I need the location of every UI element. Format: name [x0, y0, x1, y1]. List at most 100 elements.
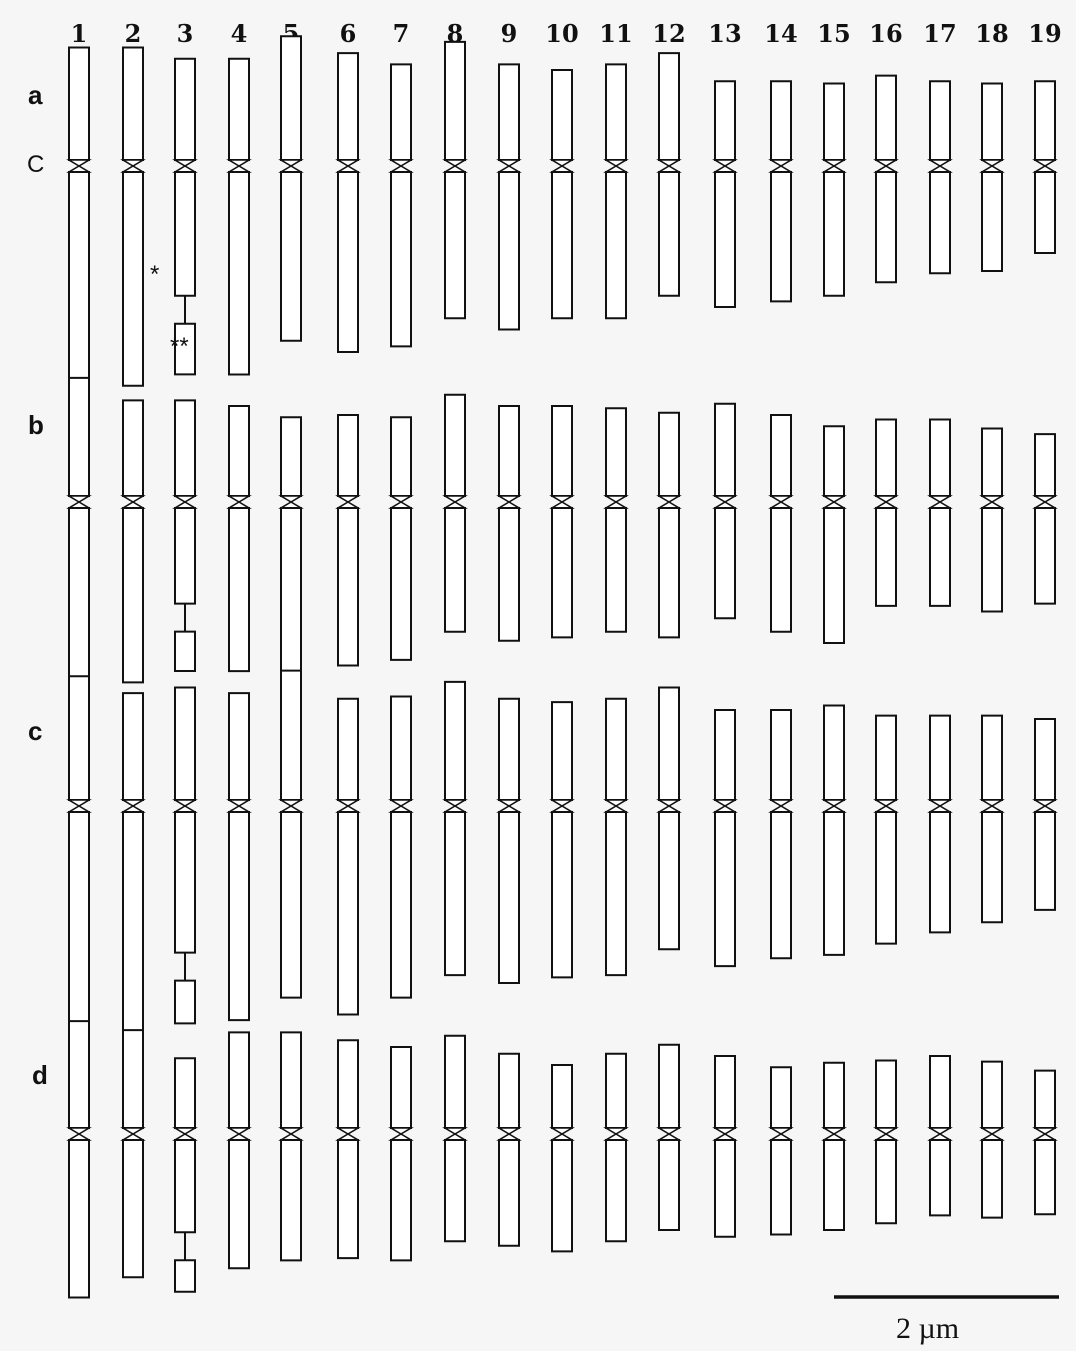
short-arm	[659, 413, 679, 496]
centromere	[659, 496, 679, 508]
centromere	[715, 800, 735, 812]
long-arm	[1035, 508, 1055, 604]
short-arm	[229, 59, 249, 160]
chromosome	[1035, 719, 1055, 910]
chromosome	[281, 671, 301, 998]
short-arm	[552, 70, 572, 160]
long-arm	[552, 172, 572, 318]
centromere	[229, 160, 249, 172]
short-arm	[391, 64, 411, 160]
centromere	[123, 160, 143, 172]
centromere	[175, 800, 195, 812]
chromosome	[445, 1036, 465, 1242]
long-arm	[499, 812, 519, 983]
long-arm	[1035, 172, 1055, 253]
centromere	[175, 1128, 195, 1140]
chromosome	[391, 1047, 411, 1260]
short-arm	[281, 36, 301, 160]
centromere	[499, 1128, 519, 1140]
short-arm	[69, 378, 89, 496]
short-arm	[123, 400, 143, 496]
centromere	[771, 160, 791, 172]
long-arm	[876, 508, 896, 606]
long-arm	[1035, 812, 1055, 910]
centromere	[930, 1128, 950, 1140]
centromere	[391, 1128, 411, 1140]
long-arm	[930, 812, 950, 932]
chromosome-number: 1	[71, 19, 88, 48]
short-arm	[771, 710, 791, 800]
centromere	[499, 496, 519, 508]
chromosome	[771, 1067, 791, 1234]
short-arm	[930, 81, 950, 160]
chromosome	[659, 413, 679, 638]
chromosome	[123, 1030, 143, 1277]
short-arm	[445, 42, 465, 160]
centromere	[69, 1128, 89, 1140]
long-arm	[606, 812, 626, 975]
chromosome	[930, 81, 950, 273]
scale-bar: 2 µm	[834, 1297, 1059, 1345]
chromosome	[715, 710, 735, 966]
chromosome	[824, 84, 844, 296]
short-arm	[445, 682, 465, 800]
chromosome	[715, 404, 735, 619]
chromosome-number: 11	[599, 19, 632, 48]
long-arm	[771, 812, 791, 958]
centromere	[824, 496, 844, 508]
long-arm	[552, 1140, 572, 1251]
chromosome	[391, 417, 411, 660]
chromosome	[338, 699, 358, 1015]
chromosome	[771, 710, 791, 958]
long-arm	[930, 1140, 950, 1215]
centromere	[982, 160, 1002, 172]
chromosome-number: 2	[125, 19, 142, 48]
chromosome	[445, 395, 465, 632]
centromere	[445, 800, 465, 812]
chromosome-number: 6	[340, 19, 357, 48]
long-arm	[982, 1140, 1002, 1218]
chromosome	[930, 420, 950, 606]
short-arm	[175, 1058, 195, 1128]
centromere	[771, 496, 791, 508]
short-arm	[123, 693, 143, 800]
centromere	[229, 496, 249, 508]
short-arm	[876, 420, 896, 497]
long-arm	[1035, 1140, 1055, 1214]
short-arm	[1035, 434, 1055, 496]
chromosome	[606, 1054, 626, 1242]
chromosome	[499, 406, 519, 641]
centromere	[229, 1128, 249, 1140]
centromere	[606, 1128, 626, 1140]
chromosome	[175, 688, 195, 1024]
centromere	[930, 160, 950, 172]
centromere	[499, 160, 519, 172]
centromere	[391, 800, 411, 812]
long-arm	[281, 172, 301, 341]
chromosome	[771, 81, 791, 301]
long-arm	[445, 812, 465, 975]
long-arm	[229, 508, 249, 671]
chromosome	[982, 716, 1002, 923]
short-arm	[606, 408, 626, 496]
centromere	[824, 160, 844, 172]
centromere	[715, 496, 735, 508]
chromosome	[606, 699, 626, 975]
chromosome	[391, 697, 411, 998]
short-arm	[982, 84, 1002, 161]
panel-b: b	[28, 378, 1055, 694]
chromosome-number: 4	[231, 19, 248, 48]
long-arm	[606, 508, 626, 632]
chromosome	[175, 400, 195, 671]
chromosome	[229, 59, 249, 375]
chromosome	[606, 64, 626, 318]
long-arm	[391, 1140, 411, 1260]
centromere	[1035, 160, 1055, 172]
short-arm	[771, 81, 791, 160]
centromere	[1035, 800, 1055, 812]
chromosome	[123, 48, 143, 386]
centromere	[606, 160, 626, 172]
short-arm	[391, 1047, 411, 1128]
short-arm	[982, 716, 1002, 800]
centromere	[69, 496, 89, 508]
